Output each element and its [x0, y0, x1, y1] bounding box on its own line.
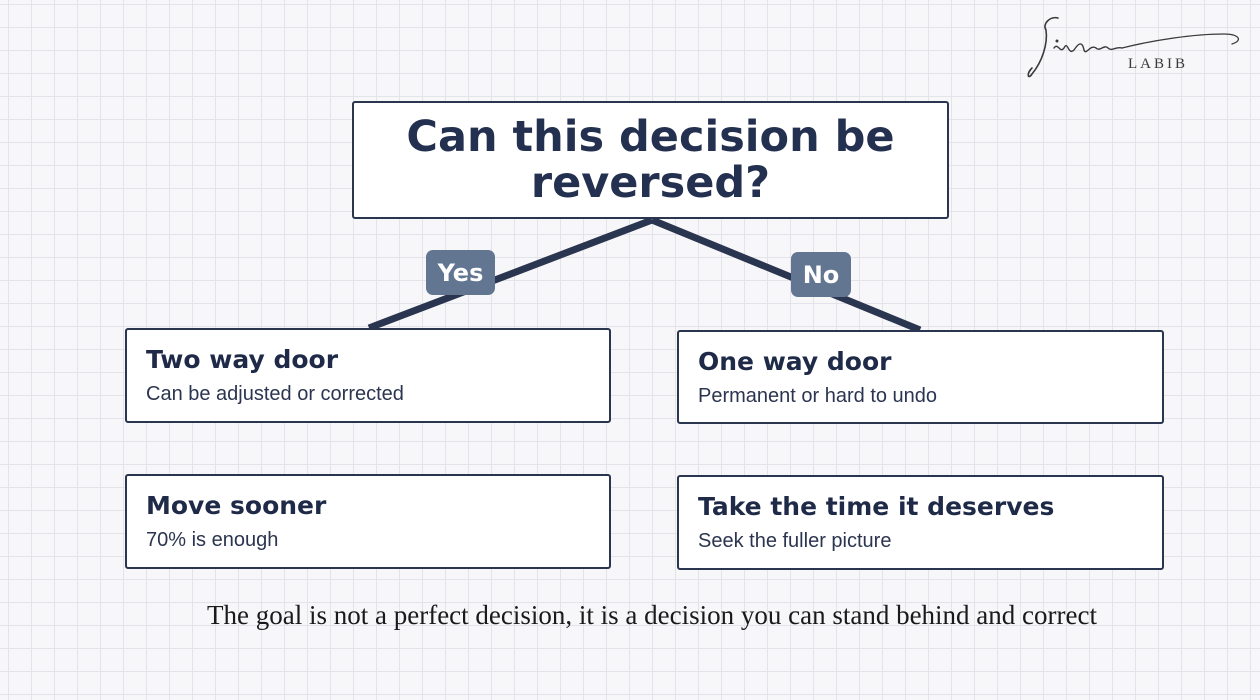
brand-subtitle: LABIB [1128, 56, 1188, 72]
signature-icon [1027, 16, 1240, 78]
card-title: Move sooner [146, 491, 327, 520]
card-two-way-door: Two way door Can be adjusted or correcte… [125, 328, 611, 423]
brand-logo: LABIB [1024, 10, 1250, 84]
card-title: Take the time it deserves [698, 492, 1055, 521]
card-title: Two way door [146, 345, 339, 374]
yes-label: Yes [426, 250, 495, 295]
question-text: Can this decision be reversed? [406, 112, 895, 208]
card-subtitle: Permanent or hard to undo [698, 385, 938, 407]
footer-caption: The goal is not a perfect decision, it i… [207, 600, 1097, 630]
yes-branch-line [367, 216, 654, 332]
no-branch-line [650, 216, 922, 334]
card-move-sooner: Move sooner 70% is enough [125, 474, 611, 569]
card-one-way-door: One way door Permanent or hard to undo [677, 330, 1164, 424]
card-subtitle: Seek the fuller picture [698, 530, 892, 552]
card-subtitle: 70% is enough [146, 529, 279, 551]
question-box: Can this decision be reversed? [352, 101, 949, 219]
no-label: No [791, 252, 851, 297]
card-title: One way door [698, 347, 892, 376]
card-take-the-time: Take the time it deserves Seek the fulle… [677, 475, 1164, 570]
card-subtitle: Can be adjusted or corrected [146, 383, 404, 405]
